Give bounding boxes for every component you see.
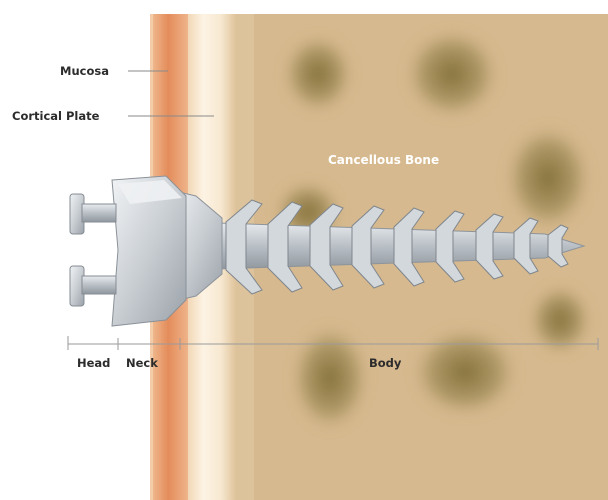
marrow-space xyxy=(506,126,590,230)
body-label: Body xyxy=(369,356,402,370)
screw-head-lower-stem xyxy=(82,276,116,294)
screw-head-upper-stem xyxy=(82,204,116,222)
neck-label: Neck xyxy=(126,356,158,370)
marrow-space xyxy=(284,36,352,112)
cortical-plate-label: Cortical Plate xyxy=(12,109,100,123)
marrow-space xyxy=(292,326,368,430)
mucosa-label: Mucosa xyxy=(60,64,109,78)
marrow-space xyxy=(406,30,498,118)
marrow-space xyxy=(413,328,517,416)
head-label: Head xyxy=(77,356,110,370)
cancellous-bone-label: Cancellous Bone xyxy=(328,153,439,167)
